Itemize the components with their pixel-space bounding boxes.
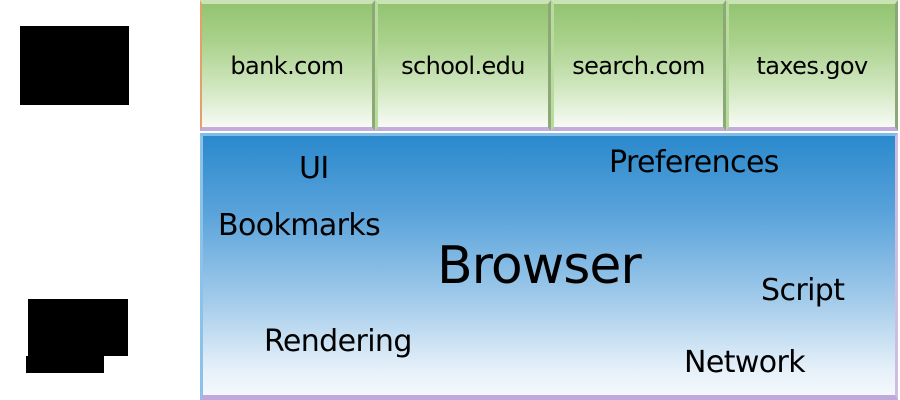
browser-title: Browser	[437, 236, 642, 296]
site-label: school.edu	[401, 51, 525, 80]
redacted-block-top	[20, 26, 129, 105]
component-rendering: Rendering	[264, 324, 412, 359]
component-bookmarks: Bookmarks	[218, 208, 381, 243]
site-tab-search: search.com	[551, 0, 726, 131]
redacted-block-bottom-tail	[26, 356, 104, 373]
component-script: Script	[761, 273, 845, 308]
site-label: search.com	[572, 51, 705, 80]
component-ui: UI	[299, 151, 329, 186]
site-label: bank.com	[230, 51, 344, 80]
site-tab-bank: bank.com	[200, 0, 375, 131]
component-preferences: Preferences	[609, 145, 779, 180]
site-tab-taxes: taxes.gov	[726, 0, 898, 131]
site-tab-school: school.edu	[375, 0, 551, 131]
component-network: Network	[684, 345, 806, 380]
site-label: taxes.gov	[756, 51, 868, 80]
redacted-block-bottom	[28, 299, 128, 356]
browser-box: UI Preferences Bookmarks Browser Script …	[200, 133, 898, 400]
